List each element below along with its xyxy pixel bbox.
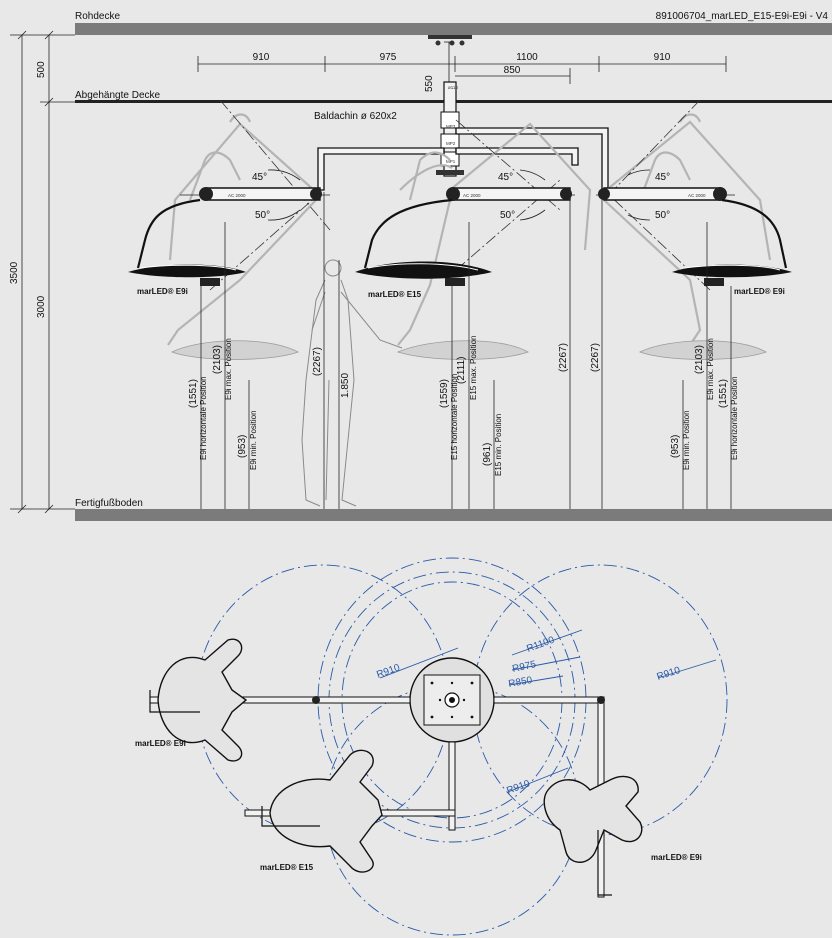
floor-slab [75,509,832,521]
ghost-positions [167,113,772,360]
height-arm-right: (2267) [590,343,601,372]
height-arm-center: (2267) [558,343,569,372]
radius-label-r850: R850 [508,675,534,690]
angle-down-right: 50° [655,210,670,221]
dim-room-height: 3000 [36,295,47,318]
canopy-label: Baldachin ø 620x2 [314,111,397,122]
top-horizontal-dimensions [197,41,727,100]
label-e15-min: E15 min. Position [494,414,503,476]
light-label-right: marLED® E9i [734,287,785,296]
suspended-ceiling-label: Abgehängte Decke [75,90,161,101]
label-e15-max: E15 max. Position [469,336,478,400]
angle-up-center: 45° [498,172,513,183]
height-e15-min: (961) [482,443,493,466]
plan-view-radius-pointers [379,629,717,793]
dim-total-height: 3500 [9,261,20,284]
label-e9i-horizontal-right: E9i horizontale Position [730,376,739,460]
vertical-dimensions [10,30,75,514]
ceiling-label: Rohdecke [75,11,120,22]
height-e9i-max-right: (2103) [694,345,705,374]
height-e15-max: (2111) [456,357,467,384]
radius-label-r975: R975 [511,659,537,675]
dim-right-offset: 910 [654,52,671,63]
dim-drop-height: 550 [424,75,435,92]
floor-label: Fertigfußboden [75,498,143,509]
center-lamp-side [355,187,572,286]
angle-up-left: 45° [252,172,267,183]
dim-void-height: 500 [36,61,47,78]
plan-view-swing-circles [195,557,728,936]
dim-left-arm: 975 [380,52,397,63]
light-label-left: marLED® E9i [137,287,188,296]
height-e9i-horizontal-left: (1551) [188,379,199,408]
left-lamp-side [128,187,322,286]
light-label-center: marLED® E15 [368,290,422,299]
dim-left-offset: 910 [253,52,270,63]
arm-badge-center: AC 2000 [463,193,481,198]
label-e9i-max-left: E9i max. Position [224,338,233,400]
label-e9i-max-right: E9i max. Position [706,338,715,400]
angle-down-left: 50° [255,210,270,221]
plan-view-lamp-center [261,749,383,873]
plan-view-canopy [409,657,495,743]
height-e9i-horizontal-right: (1551) [718,379,729,408]
height-e9i-min-right: (953) [670,435,681,458]
angle-down-center: 50° [500,210,515,221]
mount-point-mp1: MP1 [446,159,456,164]
mount-point-mp3: MP3 [446,124,456,129]
document-id: 891006704_marLED_E15-E9i-E9i - V4 [656,11,829,22]
arm-badge-left: AC 2000 [228,193,246,198]
plan-light-label-left: marLED® E9i [135,739,186,748]
plan-view-lamp-left [149,638,248,762]
arm-badge-right: AC 2000 [688,193,706,198]
plan-light-label-center: marLED® E15 [260,863,314,872]
height-e15-horizontal: (1559) [439,379,450,408]
person-silhouette [301,259,403,507]
dim-center-arm: 850 [504,65,521,76]
radius-label-r910-right: R910 [656,665,683,683]
column-diameter-label: ø118 [448,85,458,90]
radius-label-r910-left: R910 [375,662,402,681]
height-e9i-min-left: (953) [237,435,248,458]
dim-right-arm: 1100 [516,52,538,63]
raw-ceiling-slab [75,23,832,35]
mount-point-mp2: MP2 [446,141,456,146]
right-lamp-side [598,187,792,286]
label-e9i-min-left: E9i min. Position [249,410,258,470]
plan-light-label-right: marLED® E9i [651,853,702,862]
ceiling-mount [428,35,472,177]
label-e9i-min-right: E9i min. Position [682,410,691,470]
height-e9i-max-left: (2103) [212,345,223,374]
angle-up-right: 45° [655,172,670,183]
radius-label-r910-bottom: R910 [505,778,532,797]
person-height: 1.850 [340,373,351,398]
height-dimension-lines [200,192,732,509]
radius-label-r1100: R1100 [525,635,556,655]
label-e15-horizontal: E15 horizontale Position [450,374,459,460]
label-e9i-horizontal-left: E9i horizontale Position [199,376,208,460]
height-arm-left: (2267) [312,347,323,376]
plan-view-lamp-right [543,775,643,896]
